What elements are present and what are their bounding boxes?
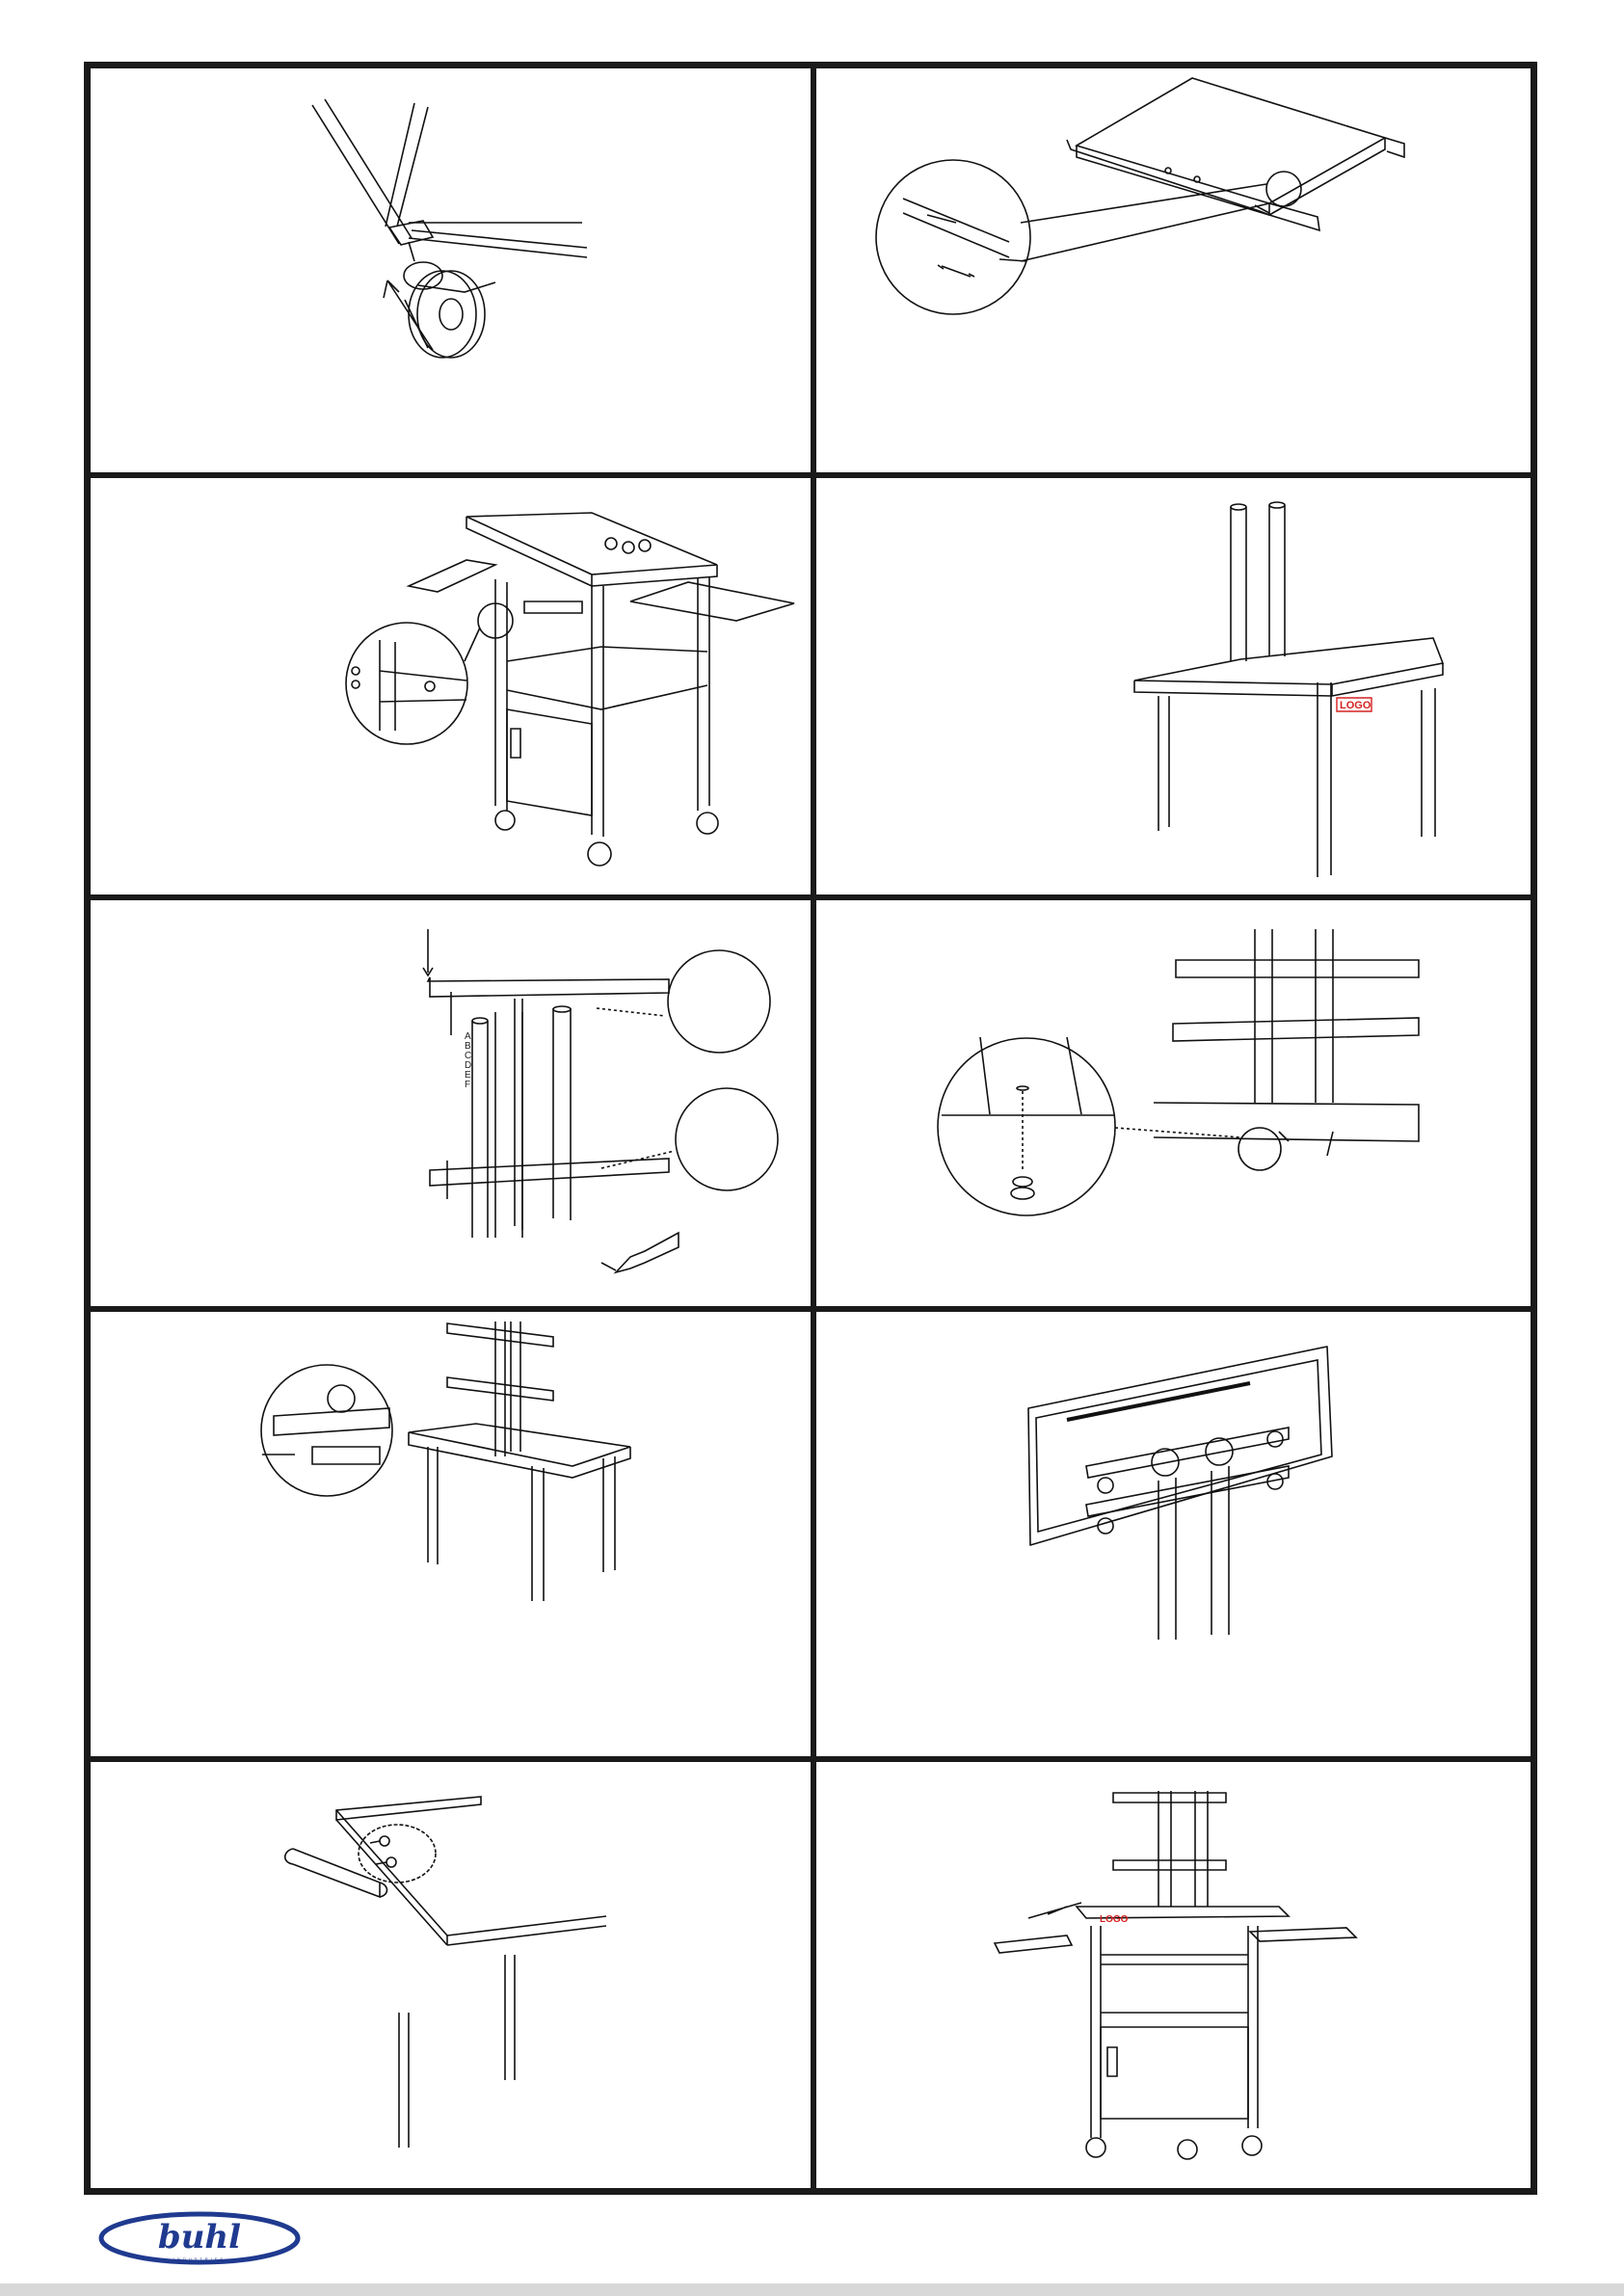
brand-tagline: INDUSTRIES (173, 2256, 226, 2261)
step-10-logo-label: LOGO (1100, 1914, 1129, 1925)
height-label-f: F (465, 1080, 470, 1090)
step-8-monitor-panel (816, 1312, 1531, 1756)
shelf-rail-illustration (816, 68, 1531, 472)
step-9-handle-panel (91, 1762, 811, 2188)
step-1-caster-panel (91, 68, 811, 472)
cart-side-shelves-illustration (91, 478, 811, 894)
step-10-completed-cart-panel: LOGO (816, 1762, 1531, 2188)
monitor-mount-illustration (816, 1312, 1531, 1756)
step-3-side-shelves-panel (91, 478, 811, 894)
brand-name: buhl (158, 2218, 241, 2256)
base-bolt-illustration (816, 900, 1531, 1306)
caster-wheel-illustration (91, 68, 811, 472)
step-5-bracket-heights-panel: A B C D E F (91, 900, 811, 1306)
step-4-logo-label: LOGO (1340, 700, 1371, 711)
step-7-brackets-table-panel (91, 1312, 811, 1756)
buhl-logo-mark: buhl INDUSTRIES (96, 2207, 304, 2269)
handle-attachment-illustration (91, 1762, 811, 2188)
completed-cart-illustration: LOGO (816, 1762, 1531, 2188)
bracket-heights-illustration: A B C D E F (91, 900, 811, 1306)
step-4-poles-panel: LOGO (816, 478, 1531, 894)
brackets-table-illustration (91, 1312, 811, 1756)
buhl-logo: buhl INDUSTRIES (96, 2207, 304, 2269)
bottom-band (0, 2283, 1624, 2296)
tabletop-poles-illustration: LOGO (816, 478, 1531, 894)
step-6-base-bolt-panel (816, 900, 1531, 1306)
step-2-shelf-rail-panel (816, 68, 1531, 472)
